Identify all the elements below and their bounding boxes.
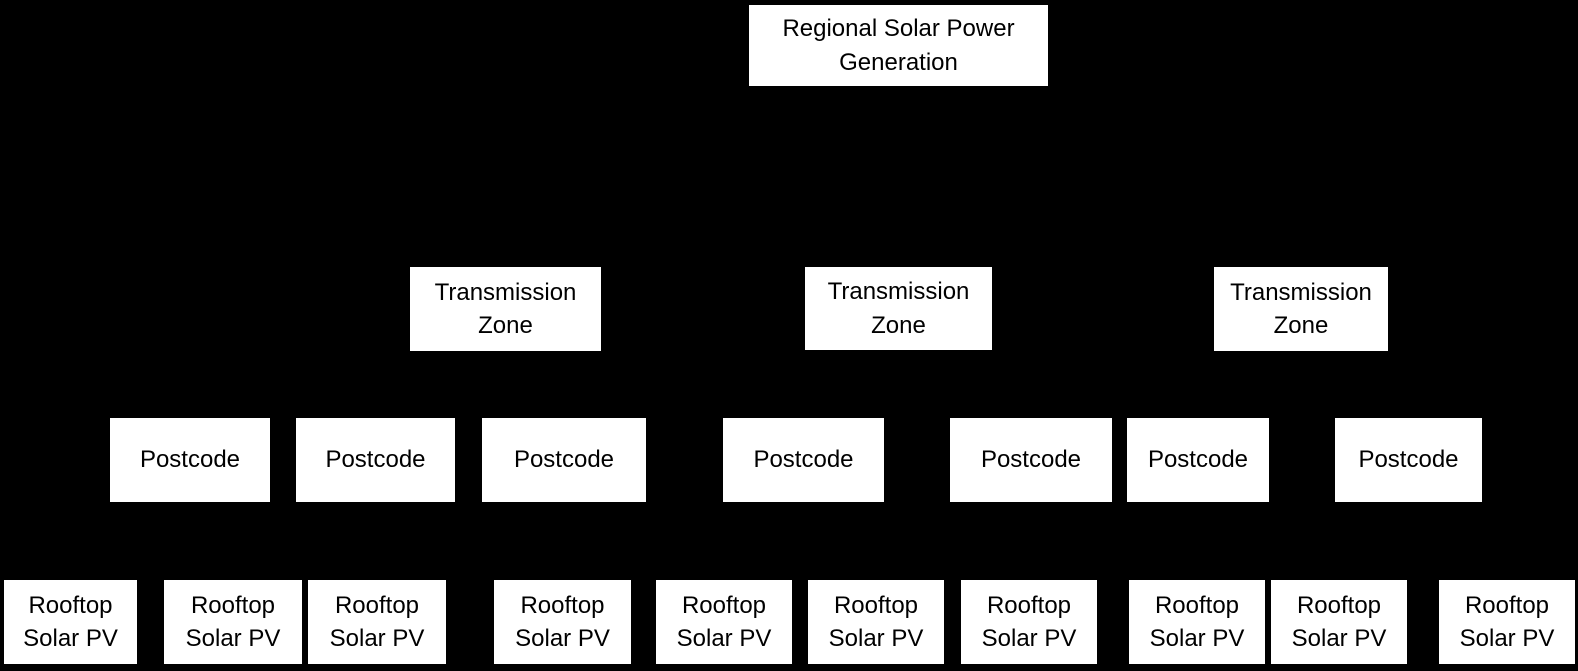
node-rooftop-solar-pv-6: Rooftop Solar PV — [807, 579, 945, 665]
node-transmission-zone-1: Transmission Zone — [409, 266, 602, 352]
node-postcode-4: Postcode — [722, 417, 885, 503]
node-postcode-3: Postcode — [481, 417, 647, 503]
node-rooftop-solar-pv-4: Rooftop Solar PV — [493, 579, 632, 665]
node-postcode-7: Postcode — [1334, 417, 1483, 503]
node-transmission-zone-3: Transmission Zone — [1213, 266, 1389, 352]
node-postcode-5: Postcode — [949, 417, 1113, 503]
node-rooftop-solar-pv-5: Rooftop Solar PV — [655, 579, 793, 665]
node-rooftop-solar-pv-7: Rooftop Solar PV — [960, 579, 1098, 665]
node-rooftop-solar-pv-10: Rooftop Solar PV — [1438, 579, 1576, 665]
node-rooftop-solar-pv-1: Rooftop Solar PV — [3, 579, 138, 665]
node-rooftop-solar-pv-8: Rooftop Solar PV — [1128, 579, 1266, 665]
node-rooftop-solar-pv-9: Rooftop Solar PV — [1270, 579, 1408, 665]
node-postcode-2: Postcode — [295, 417, 456, 503]
node-postcode-1: Postcode — [109, 417, 271, 503]
node-postcode-6: Postcode — [1126, 417, 1270, 503]
node-regional-solar-power-generation: Regional Solar Power Generation — [748, 4, 1049, 87]
node-rooftop-solar-pv-2: Rooftop Solar PV — [163, 579, 303, 665]
node-transmission-zone-2: Transmission Zone — [804, 266, 993, 351]
node-rooftop-solar-pv-3: Rooftop Solar PV — [307, 579, 447, 665]
